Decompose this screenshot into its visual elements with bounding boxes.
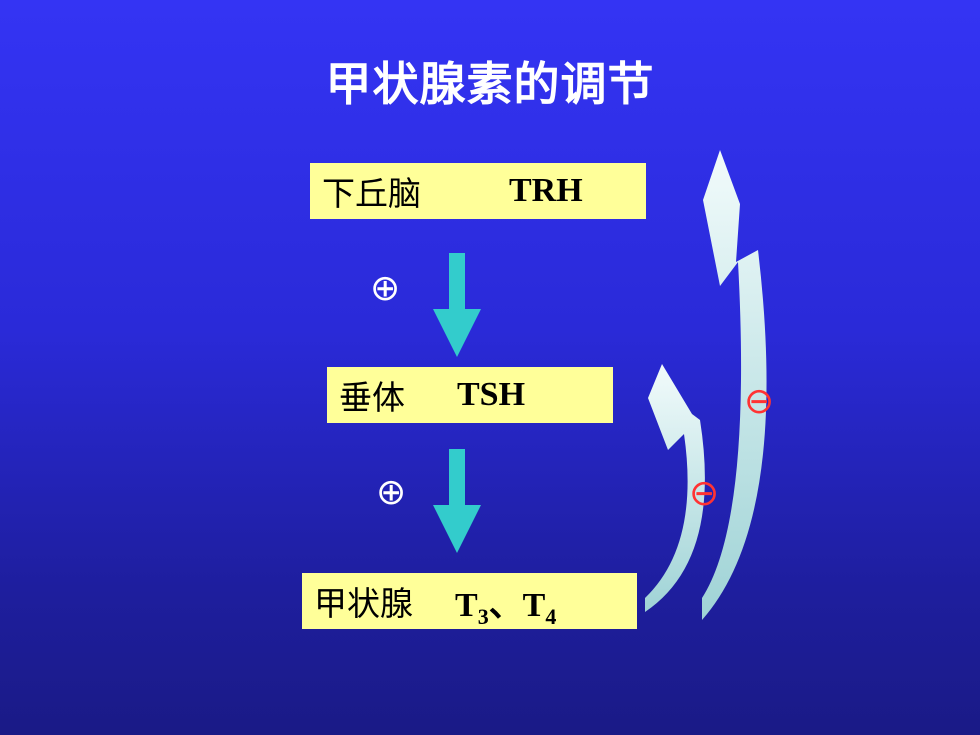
t3-subscript: 3 bbox=[477, 603, 489, 629]
feedback-arrow-to-hypothalamus bbox=[702, 150, 767, 620]
stimulate-sign-1: ⊕ bbox=[370, 268, 401, 309]
t4-subscript: 4 bbox=[545, 603, 557, 629]
tsh-label: TSH bbox=[457, 376, 526, 413]
trh-label: TRH bbox=[509, 172, 583, 209]
t3-t4-label: T3、T4 bbox=[455, 577, 557, 629]
pituitary-label: 垂体 bbox=[339, 378, 405, 417]
pituitary-box: 垂体 TSH bbox=[327, 367, 613, 423]
hypothalamus-label: 下丘脑 bbox=[322, 174, 421, 213]
page-title: 甲状腺素的调节 bbox=[325, 57, 655, 111]
thyroid-label: 甲状腺 bbox=[314, 584, 413, 623]
thyroid-box: 甲状腺 T3、T4 bbox=[302, 573, 637, 629]
feedback-arrow-to-pituitary bbox=[645, 364, 705, 612]
inhibit-sign-inner: ⊖ bbox=[689, 473, 720, 514]
inhibit-sign-outer: ⊖ bbox=[744, 381, 775, 422]
stimulate-sign-2: ⊕ bbox=[376, 472, 407, 513]
t4-prefix: 、T bbox=[488, 586, 546, 624]
down-arrow-pit-to-thy bbox=[433, 449, 481, 553]
down-arrow-hyp-to-pit bbox=[433, 253, 481, 357]
hypothalamus-box: 下丘脑 TRH bbox=[310, 163, 646, 219]
t3-prefix: T bbox=[455, 586, 478, 624]
